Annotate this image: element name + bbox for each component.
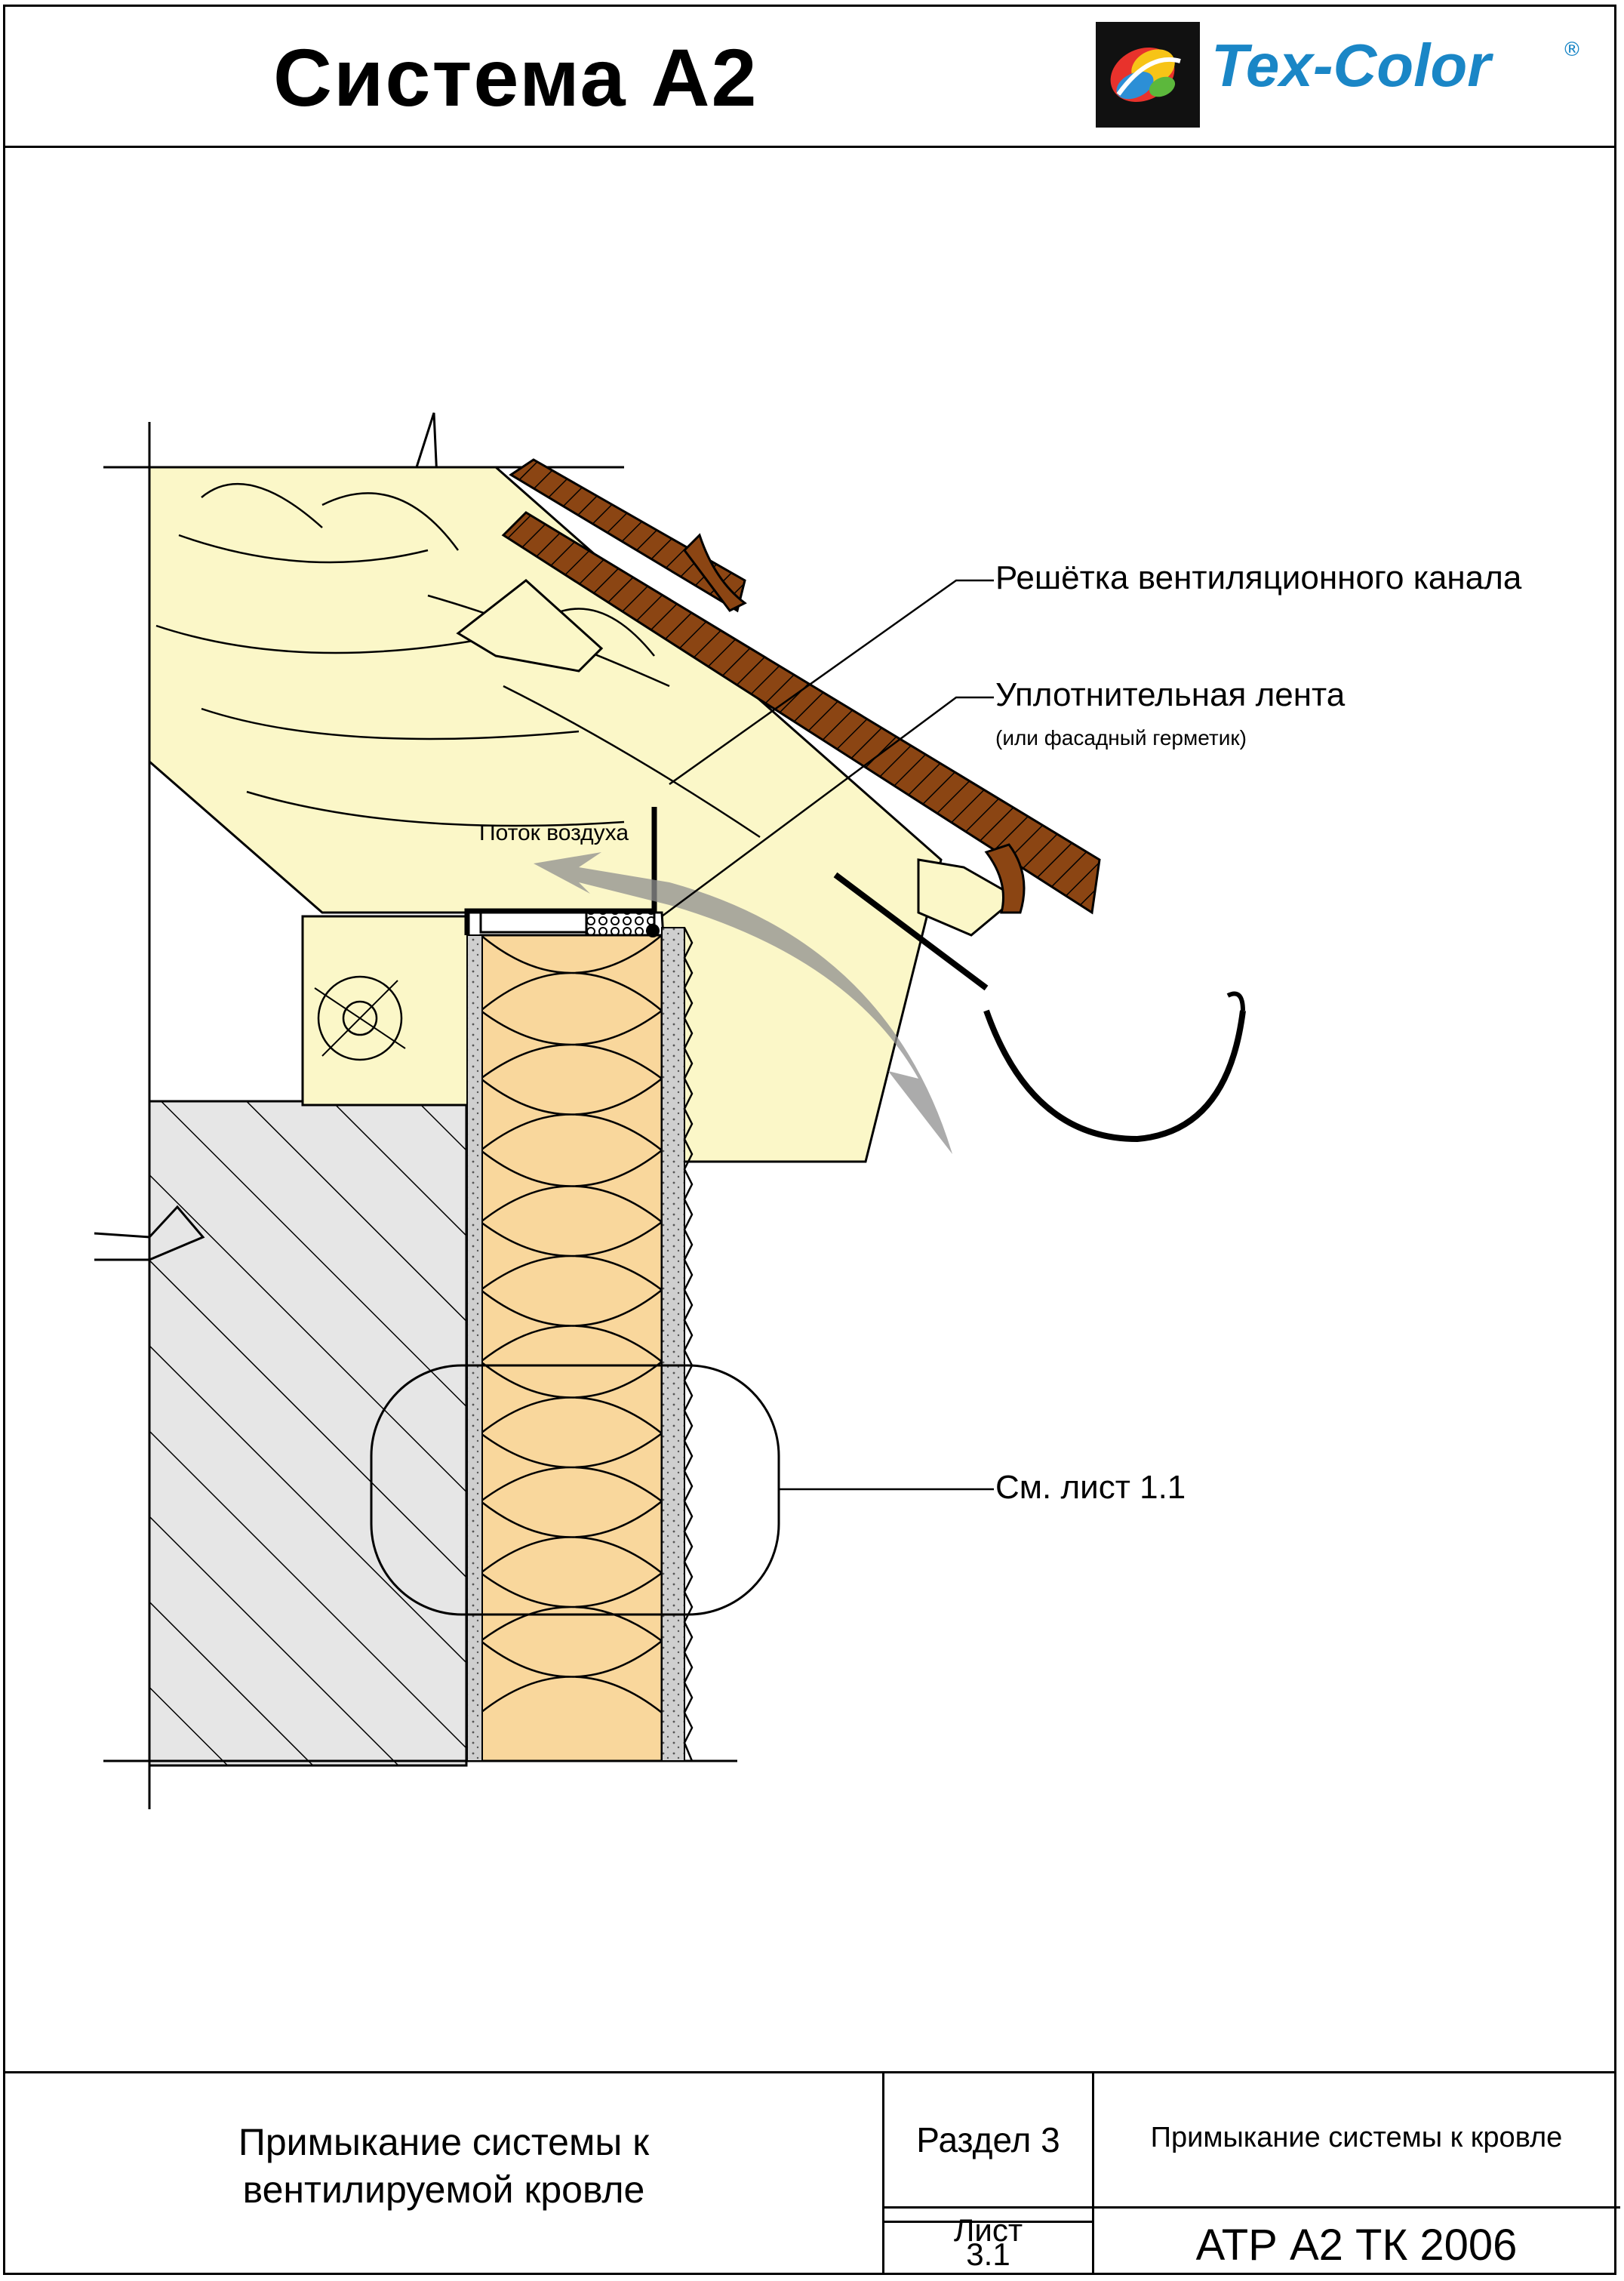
section-title: Примыкание системы к кровле [1150, 2122, 1563, 2153]
ventilation-grille [464, 807, 660, 937]
section-number: Раздел 3 [916, 2120, 1060, 2159]
footer-description-line2: вентилируемой кровле [242, 2168, 645, 2211]
title-block-header: Система А2 Tex-Color ® [5, 7, 1614, 148]
air-flow-arrow [534, 852, 952, 1154]
gutter [833, 872, 1246, 1143]
footer-divider [882, 2073, 884, 2275]
label-sealing-tape-note: (или фасадный герметик) [995, 726, 1247, 750]
finish-coat [683, 927, 694, 1762]
label-sealing-tape: Уплотнительная лента [995, 676, 1346, 713]
concrete-wall [148, 1100, 468, 1767]
brand-logo-text: Tex-Color [1211, 32, 1491, 99]
drawing-sheet: Система А2 Tex-Color ® [3, 5, 1620, 2275]
title-block-footer: Примыкание системы к вентилируемой кровл… [5, 2071, 1620, 2275]
sealing-tape [585, 911, 656, 937]
batten-blocks [456, 579, 1019, 937]
footer-divider [1092, 2073, 1094, 2275]
label-air-flow: Поток воздуха [479, 820, 629, 845]
label-vent-grille: Решётка вентиляционного канала [995, 559, 1522, 596]
system-title: Система А2 [273, 32, 758, 123]
sheet-number: 3.1 [966, 2236, 1010, 2272]
footer-description: Примыкание системы к вентилируемой кровл… [5, 2119, 882, 2213]
footer-divider [884, 2221, 1092, 2223]
footer-divider [884, 2206, 1620, 2209]
brand-logo-icon [1096, 22, 1200, 128]
section-drawing [94, 412, 1246, 1809]
label-see-sheet: См. лист 1.1 [995, 1469, 1186, 1506]
document-code: АТР А2 ТК 2006 [1195, 2221, 1518, 2270]
mineral-wool-insulation [479, 934, 663, 1762]
roof-tiles [501, 458, 1101, 915]
footer-description-line1: Примыкание системы к [238, 2121, 650, 2163]
render-layer [661, 927, 685, 1762]
leader-lines [661, 579, 994, 1491]
adhesive-layer [466, 934, 483, 1762]
wall-plate-timber [301, 915, 470, 1107]
registered-mark: ® [1562, 38, 1582, 61]
sheet-label: Лист [953, 2212, 1023, 2248]
